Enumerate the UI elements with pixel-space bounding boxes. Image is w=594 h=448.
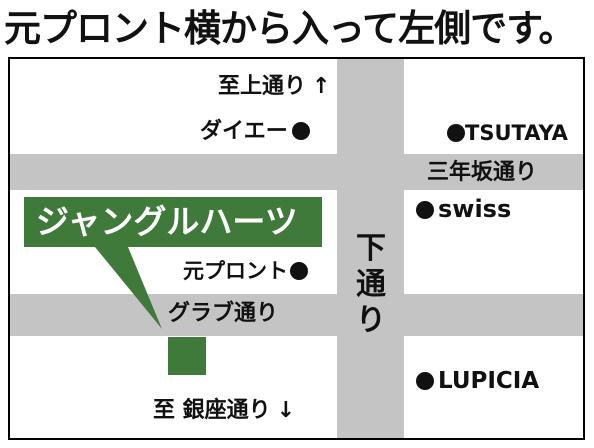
landmark-lupicia: LUPICIA (416, 370, 539, 393)
map: 至上通り↑ ダイエー TSUTAYA 三年坂通り swiss ジャングルハーツ … (8, 57, 585, 440)
road-shimo (337, 59, 404, 438)
road-label-shimo-char: り (356, 303, 386, 338)
landmark-dot-icon (291, 122, 310, 140)
landmark-tsutaya: TSUTAYA (447, 123, 568, 144)
landmark-tsutaya-label: TSUTAYA (465, 121, 568, 145)
down-arrow-icon: ↓ (276, 398, 296, 423)
road-label-grab: グラブ通り (168, 301, 279, 326)
road-label-sannenzaka: 三年坂通り (427, 160, 538, 185)
road-label-shimo: 下 通 り (353, 231, 389, 339)
road-label-top-text: 至上通り (218, 74, 307, 99)
callout-pointer (95, 247, 162, 329)
shop-name-box: ジャングルハーツ (24, 197, 322, 247)
landmark-swiss-label: swiss (438, 195, 512, 223)
landmark-dot-icon (290, 262, 308, 280)
road-label-shimo-char: 通 (356, 267, 386, 302)
road-label-shimo-char: 下 (356, 231, 386, 266)
up-arrow-icon: ↑ (312, 74, 331, 99)
landmark-swiss: swiss (416, 197, 511, 221)
road-label-top: 至上通り↑ (218, 76, 330, 98)
landmark-dot-icon (447, 124, 465, 142)
shop-location-marker (168, 337, 206, 375)
road-label-bottom: 至 銀座通り↓ (153, 400, 295, 422)
page-title: 元プロント横から入って左側です。 (4, 7, 575, 50)
landmark-lupicia-label: LUPICIA (438, 368, 540, 394)
landmark-dot-icon (416, 201, 434, 219)
road-grab (10, 294, 583, 336)
landmark-moto-pronto: 元プロント (183, 261, 308, 282)
landmark-daie-label: ダイエー (200, 119, 288, 144)
landmark-moto-pronto-label: 元プロント (183, 259, 288, 283)
landmark-daie: ダイエー (200, 121, 310, 143)
landmark-dot-icon (416, 372, 434, 390)
road-label-bottom-text: 至 銀座通り (153, 398, 271, 423)
road-sannenzaka (10, 154, 583, 190)
